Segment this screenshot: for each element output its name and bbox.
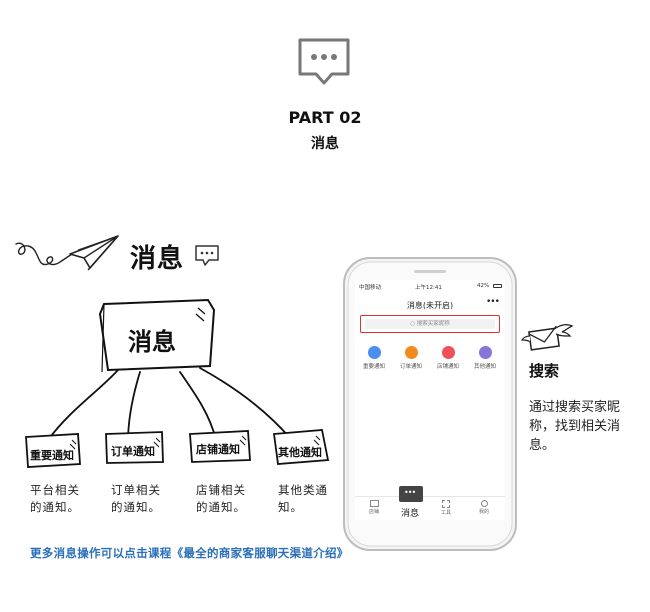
category-label: 订单通知 xyxy=(399,364,422,370)
tab-shop[interactable]: 店铺 xyxy=(359,500,389,515)
chat-bubble-icon xyxy=(298,38,350,85)
category-label: 重要通知 xyxy=(362,364,385,370)
winged-envelope-icon xyxy=(521,324,574,351)
course-link[interactable]: 更多消息操作可以点击课程《最全的商家客服聊天渠道介绍》 xyxy=(30,546,349,560)
node-box-3 xyxy=(189,430,251,463)
bell-icon xyxy=(367,346,381,359)
tab-label: 我的 xyxy=(478,509,489,515)
status-bar: 中国移动 上午12:41 42% xyxy=(355,280,505,292)
tab-bar-divider xyxy=(355,496,505,497)
node-label-3: 店铺通知 xyxy=(196,443,240,456)
node-desc-3: 店铺相关的通知。 xyxy=(196,483,246,514)
node-desc-4: 其他类通知。 xyxy=(278,483,328,514)
more-icon[interactable]: ••• xyxy=(486,297,500,307)
search-placeholder: 搜索买家昵称 xyxy=(416,321,450,327)
tab-label-message: 消息 xyxy=(401,509,420,519)
category-shop[interactable]: 店铺通知 xyxy=(431,346,465,370)
part-title: PART 02 xyxy=(288,108,362,127)
central-node-box xyxy=(98,298,216,373)
category-label: 店铺通知 xyxy=(436,364,459,370)
nav-title: 消息(未开启) xyxy=(406,301,454,310)
category-order[interactable]: 订单通知 xyxy=(394,346,428,370)
category-label: 其他通知 xyxy=(473,364,496,370)
time-label: 上午12:41 xyxy=(415,285,442,291)
node-label-2: 订单通知 xyxy=(111,445,155,458)
category-other[interactable]: 其他通知 xyxy=(468,346,502,370)
node-label-4: 其他通知 xyxy=(278,446,322,459)
callout-title: 搜索 xyxy=(529,362,560,380)
shop-icon xyxy=(441,346,455,359)
part-subtitle: 消息 xyxy=(311,136,339,152)
section-heading: 消息 xyxy=(130,244,185,274)
node-label-1: 重要通知 xyxy=(30,449,74,462)
battery-label: 42% xyxy=(477,283,490,289)
tab-message-active[interactable]: ••• xyxy=(399,486,423,502)
search-input[interactable]: ○ 搜索买家昵称 xyxy=(365,319,495,329)
node-box-2 xyxy=(105,431,164,464)
grid-icon xyxy=(478,346,492,359)
user-tab-icon xyxy=(480,500,488,507)
message-tab-icon: ••• xyxy=(404,488,416,497)
tools-tab-icon xyxy=(442,500,450,508)
paper-plane-icon xyxy=(15,235,119,271)
tab-tools[interactable]: 工具 xyxy=(431,500,461,516)
tab-label: 工具 xyxy=(440,510,451,516)
tab-mine[interactable]: 我的 xyxy=(469,500,499,515)
node-box-4 xyxy=(272,429,330,465)
phone-screen: 中国移动 上午12:41 42% 消息(未开启) ••• ○ 搜索买家昵称 重要… xyxy=(355,280,505,520)
node-desc-1: 平台相关的通知。 xyxy=(30,483,80,514)
node-box-1 xyxy=(25,433,81,468)
diagram-graphic xyxy=(25,298,330,468)
search-highlight-box[interactable]: ○ 搜索买家昵称 xyxy=(360,315,500,333)
search-icon: ○ xyxy=(410,321,417,327)
battery-icon xyxy=(493,284,502,288)
node-desc-2: 订单相关的通知。 xyxy=(111,483,161,514)
tab-label: 店铺 xyxy=(368,509,379,515)
order-icon xyxy=(404,346,418,359)
category-important[interactable]: 重要通知 xyxy=(357,346,391,370)
carrier-label: 中国移动 xyxy=(359,285,382,291)
shop-tab-icon xyxy=(369,500,379,507)
central-node-label: 消息 xyxy=(128,328,176,356)
callout-description: 通过搜索买家昵称，找到相关消息。 xyxy=(529,400,621,453)
message-icon xyxy=(195,245,219,266)
